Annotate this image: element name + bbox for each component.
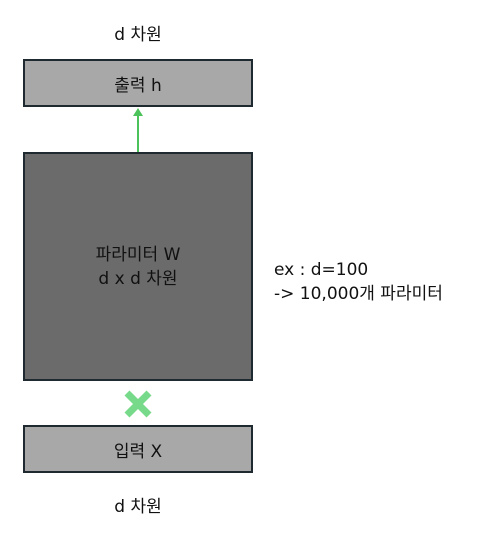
input-dimension-label: d 차원 <box>114 497 162 517</box>
multiply-cross-icon <box>124 390 152 418</box>
output-box: 출력 h <box>23 59 253 107</box>
output-dimension-label: d 차원 <box>114 25 162 45</box>
up-arrow-icon <box>133 108 143 152</box>
output-box-label: 출력 h <box>114 75 162 96</box>
parameter-count-note: ex : d=100 -> 10,000개 파라미터 <box>274 258 443 306</box>
note-example: ex : d=100 <box>274 260 369 280</box>
input-box: 입력 X <box>23 425 253 473</box>
parameter-matrix-dimension: d x d 차원 <box>98 268 178 289</box>
parameter-matrix-box: 파라미터 W d x d 차원 <box>23 152 253 381</box>
input-box-label: 입력 X <box>113 441 163 462</box>
parameter-matrix-name: 파라미터 W <box>95 244 181 265</box>
note-result: -> 10,000개 파라미터 <box>274 284 443 304</box>
